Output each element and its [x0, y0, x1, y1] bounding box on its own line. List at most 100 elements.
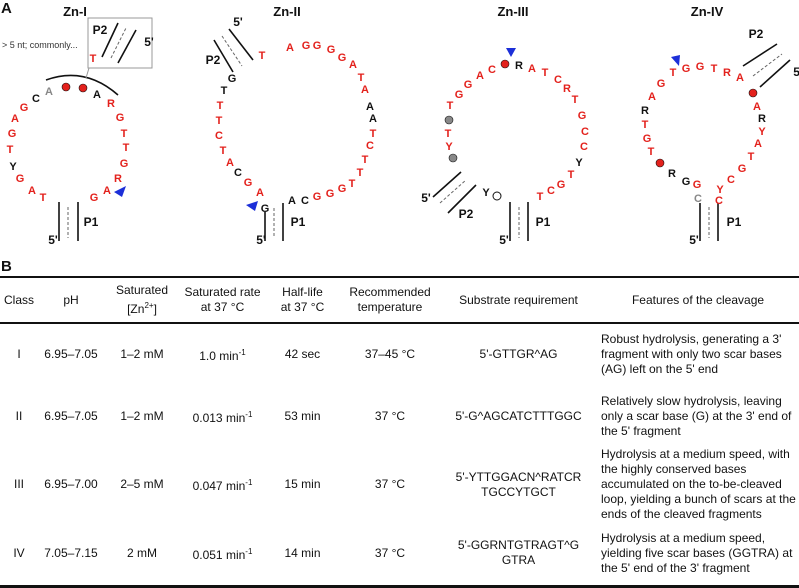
zn3-base: Y: [575, 157, 583, 169]
cell-ph: 7.05–7.15: [38, 522, 104, 588]
zn4-base: T: [670, 67, 677, 79]
zn1-base: T: [121, 128, 128, 140]
zn4-base: T: [642, 119, 649, 131]
zn2-base: G: [327, 44, 336, 56]
zn1-base: G: [8, 128, 17, 140]
cell-rate: 0.013 min-1: [192, 409, 253, 425]
zn3-base: A: [476, 70, 484, 82]
zn2-base: G: [326, 188, 335, 200]
zn3-p2-label: P2: [459, 207, 474, 221]
zn4-base: A: [736, 72, 744, 84]
zn3-base: G: [557, 179, 566, 191]
zn1-base: A: [11, 113, 19, 125]
zn4-base: R: [641, 105, 649, 117]
zn2-p2-5prime-label: 5': [233, 15, 243, 29]
zn4-base: R: [668, 168, 676, 180]
zn1-base: Y: [9, 161, 17, 173]
cell-class: III: [13, 477, 24, 491]
zn3-base: T: [572, 94, 579, 106]
zn2-base: A: [361, 84, 369, 96]
cell-features: Hydrolysis at a medium speed, yielding f…: [597, 522, 799, 588]
header-features: Features of the cleavage: [597, 276, 799, 324]
zn2-base: G: [261, 203, 270, 215]
cleavage-arrow-icon: [246, 201, 258, 211]
zn4-base: C: [715, 195, 723, 207]
zn1-base: G: [16, 173, 25, 185]
cell-half-life: 42 sec: [284, 347, 321, 361]
cell-temperature: 37 °C: [340, 522, 440, 588]
zn2-base: T: [221, 85, 228, 97]
zn2-base: T: [349, 178, 356, 190]
zn2-base: T: [358, 72, 365, 84]
zn4-base: G: [693, 179, 702, 191]
cell-rate: 0.047 min-1: [192, 478, 253, 493]
zn2-base: C: [366, 140, 374, 152]
panel-a-label: A: [1, 0, 12, 17]
zn2-p1-5prime-label: 5': [256, 233, 266, 247]
zn3-base: A: [528, 63, 536, 75]
zn3-base: G: [455, 89, 464, 101]
zn4-base: T: [648, 146, 655, 158]
zn3-base: C: [488, 64, 496, 76]
cell-class: II: [15, 408, 23, 423]
zn2-base: G: [313, 40, 322, 52]
zn3-base: Y: [482, 187, 490, 199]
zn4-base: Y: [758, 126, 766, 138]
zn4-base: A: [753, 101, 761, 113]
zn2-base: T: [259, 50, 266, 62]
zn4-base: A: [754, 138, 762, 150]
zn3-metal-dot: [500, 59, 510, 69]
zn1-base: G: [20, 102, 29, 114]
zn1-p1-5prime-label: 5': [48, 233, 58, 247]
zn2-base: A: [369, 113, 377, 125]
zn4-p2-5prime-label: 5': [793, 65, 799, 79]
zn2-base: A: [366, 101, 374, 113]
zn4-base: R: [758, 113, 766, 125]
cell-temperature: 37 °C: [374, 477, 406, 491]
header-class: Class: [0, 276, 38, 324]
cell-rate: 0.051 min-1: [180, 522, 265, 588]
zn1-title: Zn-I: [63, 4, 87, 19]
header-zn: Saturated[Zn2+]: [104, 276, 180, 324]
zn1-base: A: [45, 86, 53, 98]
zn3-base: C: [580, 141, 588, 153]
cleavage-arrow-icon: [506, 48, 516, 57]
zn1-base: R: [114, 173, 122, 185]
zn1-p2-label: P2: [93, 23, 108, 37]
cell-class: I: [17, 347, 21, 361]
cell-substrate: 5'-G^AGCATCTTTGGC: [455, 408, 582, 423]
zn4-base: T: [711, 63, 718, 75]
zn2-base: C: [301, 195, 309, 207]
zn1-base: G: [120, 158, 129, 170]
zn4-base: A: [648, 91, 656, 103]
zn1-base: R: [107, 98, 115, 110]
zn3-base: C: [554, 74, 562, 86]
cleavage-arrow-icon: [671, 55, 680, 66]
zn1-base: A: [93, 89, 101, 101]
zn1-base: C: [32, 93, 40, 105]
zn3-base: C: [581, 126, 589, 138]
zn4-base: G: [738, 163, 747, 175]
cell-features: Hydrolysis at a medium speed, with the h…: [601, 447, 796, 521]
zn1-p1-label: P1: [84, 215, 99, 229]
zn2-base: T: [362, 154, 369, 166]
cell-substrate: 5'-GTTGR^AG: [479, 347, 558, 361]
cell-temperature: 37 °C: [374, 408, 406, 423]
zn4-base: C: [727, 174, 735, 186]
zn1-p2-annotation: > 5 nt; commonly...: [2, 40, 78, 50]
zn1-base: T: [7, 144, 14, 156]
zn3-p1-5prime-label: 5': [499, 233, 509, 247]
zn2-p2-label: P2: [206, 53, 221, 67]
zn2-base: T: [216, 115, 223, 127]
zn3-base: G: [578, 110, 587, 122]
zn2-base: A: [256, 187, 264, 199]
cell-ph: 6.95–7.05: [44, 408, 98, 423]
zn4-base: Y: [716, 184, 724, 196]
